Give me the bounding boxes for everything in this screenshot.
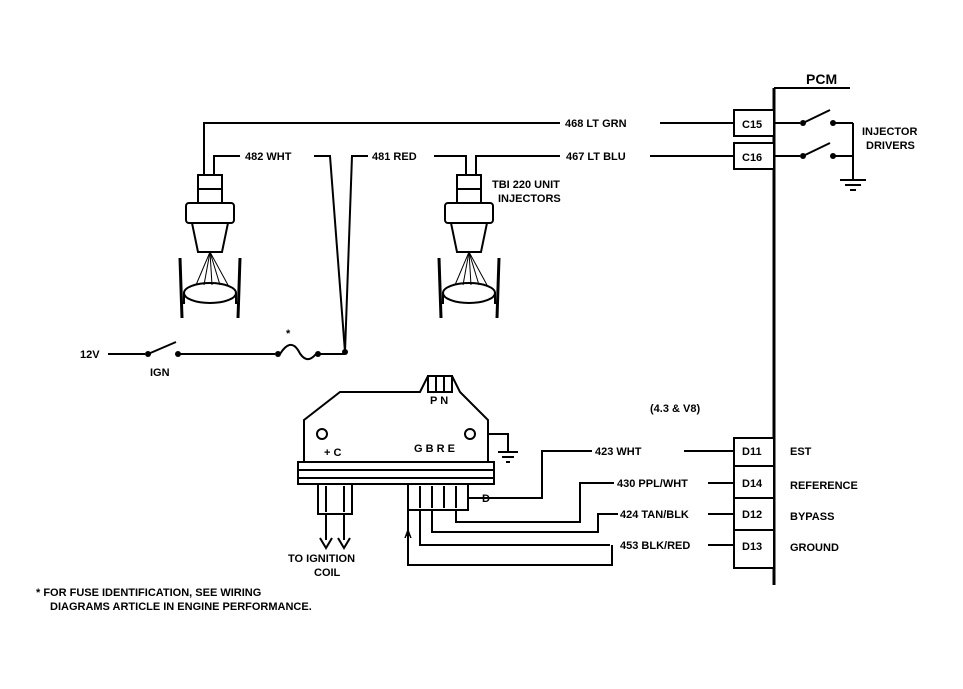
wire-423-label: 423 WHT [595,446,642,458]
pin-d11: D11 [742,446,762,458]
footnote: * FOR FUSE IDENTIFICATION, SEE WIRING DI… [36,587,312,613]
pin-d14: D14 [742,478,763,490]
wire-423: 423 WHT [468,446,734,499]
injector-drivers-label-2: DRIVERS [866,140,915,152]
pin-d13: D13 [742,541,762,553]
module-plus-c-label: + C [324,447,341,459]
wire-481: 481 RED [344,151,467,353]
injector-right: TBI 220 UNIT INJECTORS [437,174,561,319]
signal-est: EST [790,446,812,458]
wire-424-label: 424 TAN/BLK [620,509,689,521]
injector-drivers-label-1: INJECTOR [862,126,917,138]
wire-468-label: 468 LT GRN [565,118,627,130]
footnote-line-1: * FOR FUSE IDENTIFICATION, SEE WIRING [36,587,261,599]
pcm-connector-d: D11 D14 D12 D13 [733,437,775,569]
module-gbre-label: G B R E [414,443,455,455]
wire-430: 430 PPL/WHT [455,478,734,523]
pcm-block: PCM [772,71,850,585]
pcm-connector-c16: C16 [733,142,775,170]
ignition-module: P N G B R E + C TO IGNITION COIL A D [288,375,518,579]
wire-467: 467 LT BLU [475,151,734,175]
ign-label: IGN [150,367,170,379]
wire-467-label: 467 LT BLU [566,151,626,163]
injector-left [178,174,242,319]
module-pn-label: P N [430,395,448,407]
wire-453: 453 BLK/RED [407,500,734,566]
wire-430-label: 430 PPL/WHT [617,478,688,490]
footnote-line-2: DIAGRAMS ARTICLE IN ENGINE PERFORMANCE. [50,601,312,613]
wire-482: 482 WHT [213,151,346,353]
coil-label-1: TO IGNITION [288,553,355,565]
signal-ground: GROUND [790,542,839,554]
pcm-title: PCM [806,71,837,87]
power-circuit: 12V IGN * [80,328,348,379]
pin-d12: D12 [742,509,762,521]
wire-481-label: 481 RED [372,151,417,163]
voltage-label: 12V [80,349,100,361]
wire-424: 424 TAN/BLK [431,509,734,533]
signal-bypass: BYPASS [790,511,834,523]
engine-note: (4.3 & V8) [650,403,700,415]
wire-453-label: 453 BLK/RED [620,540,690,552]
pin-c15: C15 [742,119,762,131]
injectors-label-1: TBI 220 UNIT [492,179,560,191]
pcm-signal-labels: EST REFERENCE BYPASS GROUND [790,446,858,554]
wire-482-label: 482 WHT [245,151,292,163]
pin-c16: C16 [742,152,762,164]
fuse-mark: * [286,328,291,340]
injector-driver-switches: INJECTOR DRIVERS [774,109,917,191]
pcm-connector-c15: C15 [733,109,775,137]
wire-468: 468 LT GRN [203,118,734,175]
coil-label-2: COIL [314,567,341,579]
signal-reference: REFERENCE [790,480,858,492]
injectors-label-2: INJECTORS [498,193,561,205]
